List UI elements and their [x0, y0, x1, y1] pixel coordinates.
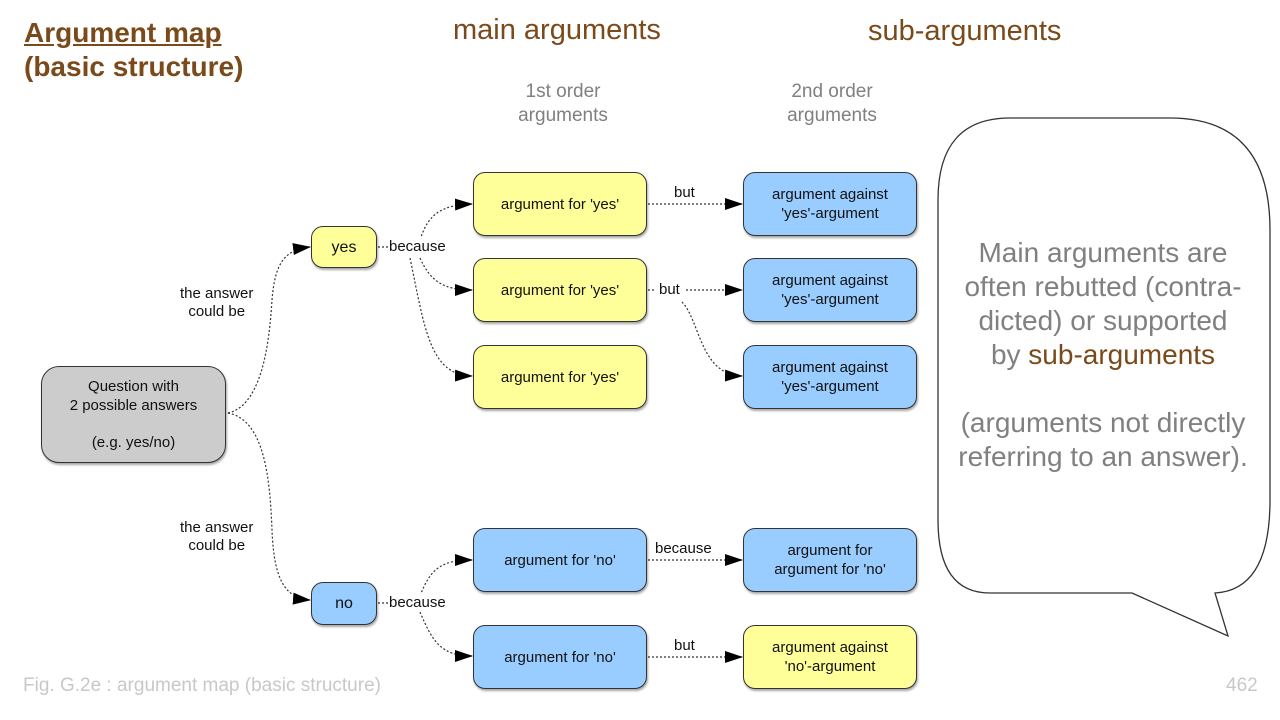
callout-line6: referring to an answer).	[958, 441, 1248, 472]
edge-label-answer-bottom-line2: could be	[188, 537, 246, 554]
callout-line1: Main arguments are	[978, 237, 1228, 268]
figure-caption: Fig. G.2e : argument map (basic structur…	[23, 675, 381, 696]
callout-line2: often rebutted (contra-	[964, 271, 1242, 302]
slide-title: Argument map (basic structure)	[24, 16, 243, 84]
second-order-no-1: argument for argument for 'no'	[743, 528, 917, 592]
question-line3: (e.g. yes/no)	[91, 434, 176, 451]
second-order-yes-2-line2: 'yes'-argument	[781, 291, 879, 308]
edge-label-but-2: but	[659, 281, 680, 299]
question-line2: 2 possible answers	[69, 397, 198, 414]
second-order-no-2-line1: argument against	[772, 639, 888, 656]
callout-line4: by sub-arguments	[942, 338, 1264, 372]
edge-because-arg2	[419, 257, 473, 296]
callout-text: Main arguments are often rebutted (contr…	[942, 236, 1264, 474]
subheading-1st-line1: 1st order	[525, 81, 601, 102]
callout-line4-prefix: by	[990, 339, 1029, 370]
answer-yes-node: yes	[311, 226, 377, 268]
second-order-yes-1-line1: argument against	[772, 186, 888, 203]
callout-line3: dicted) or supported	[978, 305, 1228, 336]
heading-main-arguments: main arguments	[453, 14, 661, 46]
edge-label-because-yes: because	[389, 238, 446, 256]
callout-bubble	[937, 117, 1271, 638]
edge-label-but-1: but	[674, 184, 695, 201]
edge-nobecause-arg2	[419, 611, 473, 662]
first-order-no-2: argument for 'no'	[473, 625, 647, 689]
title-line2: (basic structure)	[24, 51, 244, 82]
question-line1: Question with	[88, 378, 179, 395]
heading-sub-arguments: sub-arguments	[868, 15, 1062, 47]
edge-label-but-no: but	[674, 637, 695, 654]
edge-label-answer-top-line1: the answer	[180, 285, 254, 302]
edge-nobecause-arg1	[419, 554, 473, 597]
second-order-yes-2-line1: argument against	[772, 272, 888, 289]
answer-no-node: no	[311, 582, 377, 625]
second-order-yes-3-line2: 'yes'-argument	[781, 378, 879, 395]
second-order-no-2: argument against 'no'-argument	[743, 625, 917, 689]
second-order-no-1-line2: argument for 'no'	[774, 561, 886, 578]
subheading-2nd-line2: arguments	[787, 105, 877, 126]
first-order-yes-3: argument for 'yes'	[473, 345, 647, 409]
title-line1: Argument map	[24, 17, 222, 48]
edge-label-because-sub: because	[655, 540, 712, 557]
callout-highlight: sub-arguments	[1028, 339, 1216, 370]
second-order-yes-1-line2: 'yes'-argument	[781, 205, 879, 222]
edge-label-answer-top-line2: could be	[188, 303, 246, 320]
edge-question-yes	[227, 243, 311, 414]
subheading-2nd-line1: 2nd order	[791, 81, 873, 102]
first-order-yes-2: argument for 'yes'	[473, 258, 647, 322]
edge-label-answer-top: the answer could be	[180, 285, 253, 321]
edge-arg2-counter2b	[681, 301, 743, 382]
subheading-1st-line2: arguments	[518, 105, 608, 126]
subheading-2nd-order: 2nd order arguments	[752, 80, 912, 128]
edge-label-because-no: because	[389, 594, 446, 612]
second-order-yes-3: argument against 'yes'-argument	[743, 345, 917, 409]
page-number: 462	[1226, 675, 1258, 696]
edge-label-answer-bottom-line1: the answer	[180, 519, 254, 536]
edge-because-arg1	[419, 198, 473, 241]
first-order-no-1: argument for 'no'	[473, 528, 647, 592]
edge-question-no	[227, 412, 311, 605]
edge-label-answer-bottom: the answer could be	[180, 519, 253, 555]
second-order-yes-1: argument against 'yes'-argument	[743, 172, 917, 236]
second-order-yes-3-line1: argument against	[772, 359, 888, 376]
second-order-no-1-line1: argument for	[787, 542, 873, 559]
second-order-yes-2: argument against 'yes'-argument	[743, 258, 917, 322]
callout-line5: (arguments not directly	[960, 407, 1246, 438]
subheading-1st-order: 1st order arguments	[483, 80, 643, 128]
first-order-yes-1: argument for 'yes'	[473, 172, 647, 236]
edge-because-arg3	[409, 257, 473, 382]
second-order-no-2-line2: 'no'-argument	[784, 658, 876, 675]
question-node: Question with 2 possible answers (e.g. y…	[41, 366, 226, 463]
